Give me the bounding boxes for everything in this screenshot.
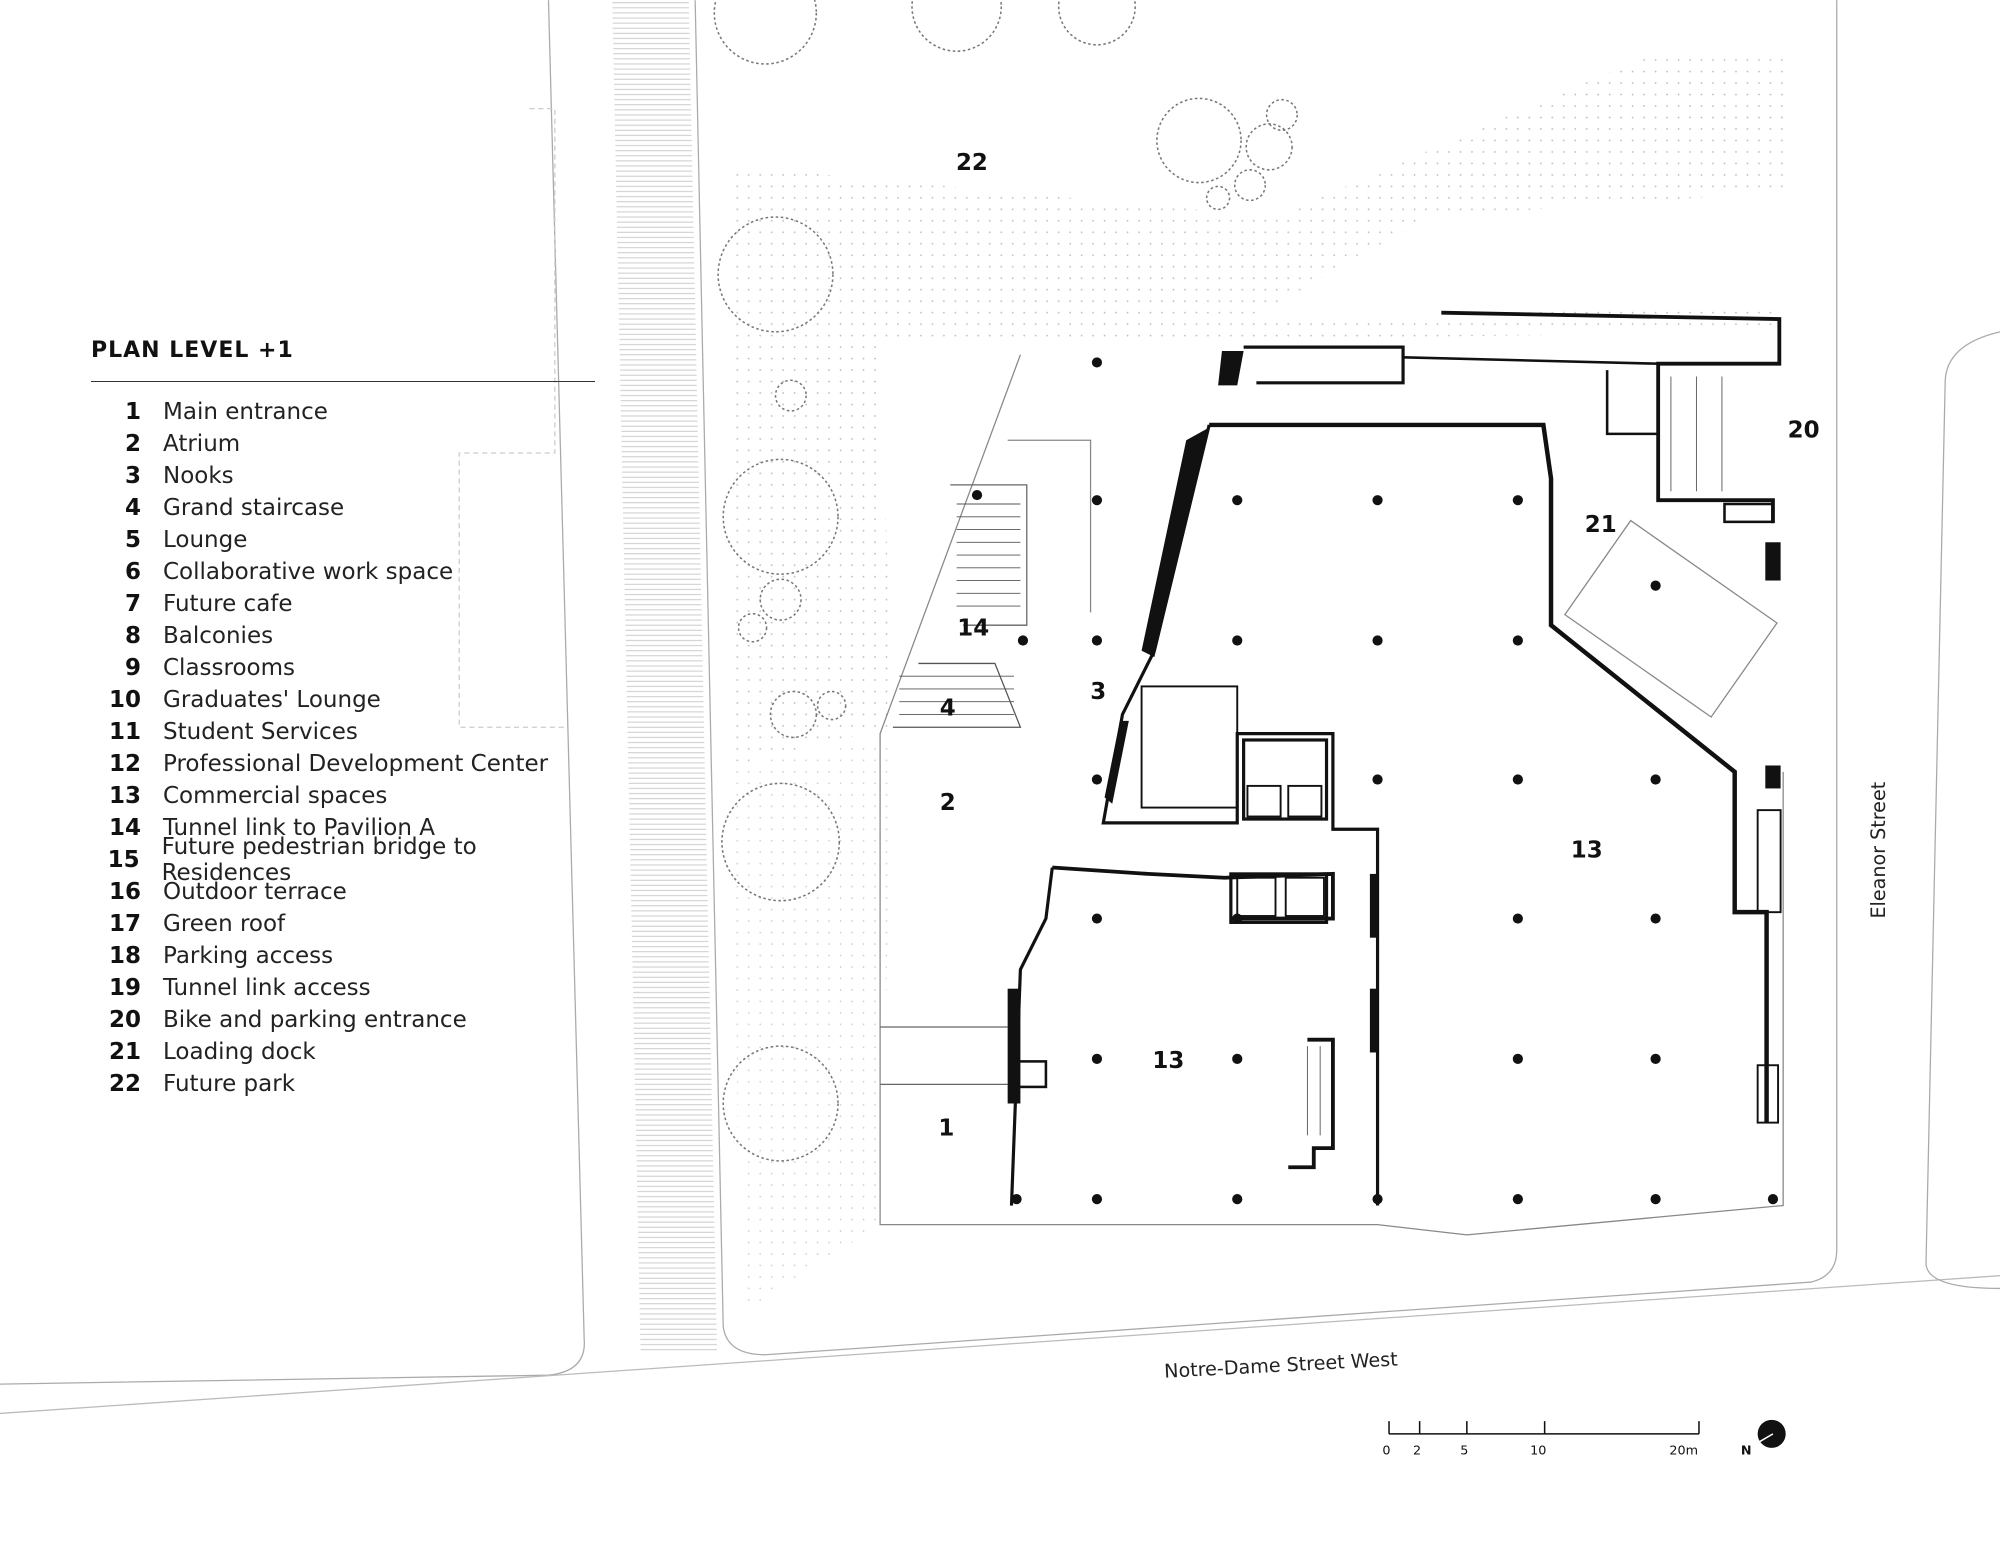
legend-label: Atrium — [163, 431, 241, 457]
legend-label: Main entrance — [163, 399, 328, 425]
legend-label: Bike and parking entrance — [163, 1007, 467, 1033]
room-label-20: 20 — [1788, 418, 1820, 444]
legend-item: 19 Tunnel link access — [91, 972, 601, 1004]
legend-label: Green roof — [163, 911, 286, 937]
legend-number: 8 — [124, 623, 141, 649]
legend-list: 1 Main entrance 2 Atrium 3 Nooks 4 Grand stairc… — [91, 396, 601, 1100]
legend-label: Classrooms — [163, 655, 295, 681]
legend-item: 20 Bike and parking entrance — [91, 1004, 601, 1036]
north-arrow-icon — [1757, 1419, 1786, 1448]
legend-item: 11 Student Services — [91, 716, 601, 748]
structural-columns — [971, 357, 1779, 1205]
legend-item: 17 Green roof — [91, 908, 601, 940]
legend-label: Lounge — [163, 527, 248, 553]
legend-item: 8 Balconies — [91, 620, 601, 652]
legend: PLAN LEVEL +1 1 Main entrance 2 Atrium 3 Nook… — [91, 338, 601, 1100]
legend-number: 1 — [124, 399, 141, 425]
legend-number: 9 — [124, 655, 141, 681]
legend-label: Professional Development Center — [163, 751, 549, 777]
legend-item: 5 Lounge — [91, 524, 601, 556]
legend-label: Nooks — [163, 463, 234, 489]
title-divider — [91, 381, 595, 382]
legend-number: 4 — [124, 495, 141, 521]
legend-number: 10 — [108, 687, 141, 713]
legend-number: 2 — [124, 431, 141, 457]
legend-item: 4 Grand staircase — [91, 492, 601, 524]
legend-label: Future park — [163, 1071, 296, 1097]
legend-number: 22 — [108, 1071, 141, 1097]
legend-item: 21 Loading dock — [91, 1036, 601, 1068]
legend-item: 2 Atrium — [91, 428, 601, 460]
legend-number: 6 — [124, 559, 141, 585]
room-label-3: 3 — [1090, 679, 1106, 705]
legend-number: 11 — [108, 719, 141, 745]
room-label-13-east: 13 — [1571, 837, 1603, 863]
legend-number: 15 — [107, 847, 140, 873]
room-label-1: 1 — [938, 1115, 954, 1141]
legend-item: 18 Parking access — [91, 940, 601, 972]
legend-number: 12 — [108, 751, 141, 777]
legend-label: Tunnel link access — [163, 975, 371, 1001]
park-dotted-area — [733, 51, 1786, 766]
legend-item: 12 Professional Development Center — [91, 748, 601, 780]
legend-number: 7 — [124, 591, 141, 617]
legend-number: 17 — [108, 911, 141, 937]
legend-number: 3 — [124, 463, 141, 489]
room-label-13-west: 13 — [1152, 1048, 1184, 1074]
legend-number: 21 — [108, 1039, 141, 1065]
street-label-notre-dame: Notre-Dame Street West — [1164, 1347, 1399, 1382]
legend-number: 5 — [124, 527, 141, 553]
legend-item: 7 Future cafe — [91, 588, 601, 620]
legend-item: 9 Classrooms — [91, 652, 601, 684]
hatched-walkway — [612, 0, 718, 1353]
scale-tick-2: 2 — [1413, 1443, 1421, 1458]
legend-label: Grand staircase — [163, 495, 345, 521]
room-label-2: 2 — [940, 790, 956, 816]
legend-number: 14 — [108, 815, 141, 841]
room-label-21: 21 — [1585, 512, 1617, 538]
legend-item: 13 Commercial spaces — [91, 780, 601, 812]
legend-number: 18 — [108, 943, 141, 969]
legend-number: 20 — [108, 1007, 141, 1033]
site-context — [0, 0, 2000, 1415]
scale-tick-10: 10 — [1530, 1443, 1546, 1458]
walls-solid — [1007, 350, 1781, 1104]
legend-label: Collaborative work space — [163, 559, 454, 585]
legend-item: 6 Collaborative work space — [91, 556, 601, 588]
stairs — [899, 376, 1723, 1136]
legend-label: Graduates' Lounge — [163, 687, 381, 713]
scale-tick-5: 5 — [1460, 1443, 1468, 1458]
room-label-22: 22 — [956, 150, 988, 176]
street-label-eleanor: Eleanor Street — [1867, 781, 1890, 918]
plan-title: PLAN LEVEL +1 — [91, 338, 294, 363]
scale-tick-20: 20m — [1669, 1443, 1698, 1458]
scale-tick-0: 0 — [1382, 1443, 1390, 1458]
legend-label: Loading dock — [163, 1039, 316, 1065]
room-label-4: 4 — [940, 696, 956, 722]
building-outline — [879, 310, 1784, 1236]
scale-bar — [1388, 1421, 1700, 1435]
legend-item: 15 Future pedestrian bridge to Residences — [91, 834, 601, 886]
legend-label: Future pedestrian bridge to Residences — [161, 834, 477, 886]
legend-item: 16 Outdoor terrace — [91, 876, 601, 908]
trees — [713, 0, 1298, 1162]
legend-number: 19 — [108, 975, 141, 1001]
legend-item: 10 Graduates' Lounge — [91, 684, 601, 716]
legend-item: 14 Tunnel link to Pavilion A — [91, 812, 601, 844]
north-label: N — [1741, 1443, 1752, 1458]
legend-item: 3 Nooks — [91, 460, 601, 492]
atrium-dotted-area — [733, 739, 893, 1314]
legend-label: Future cafe — [163, 591, 293, 617]
legend-number: 13 — [108, 783, 141, 809]
legend-label: Tunnel link to Pavilion A — [163, 815, 435, 841]
room-label-14: 14 — [957, 615, 989, 641]
legend-label: Balconies — [163, 623, 274, 649]
legend-item: 22 Future park — [91, 1068, 601, 1100]
legend-label: Student Services — [163, 719, 358, 745]
legend-label: Parking access — [163, 943, 334, 969]
legend-label: Commercial spaces — [163, 783, 388, 809]
legend-item: 1 Main entrance — [91, 396, 601, 428]
legend-label: Outdoor terrace — [163, 879, 347, 905]
legend-number: 16 — [108, 879, 141, 905]
